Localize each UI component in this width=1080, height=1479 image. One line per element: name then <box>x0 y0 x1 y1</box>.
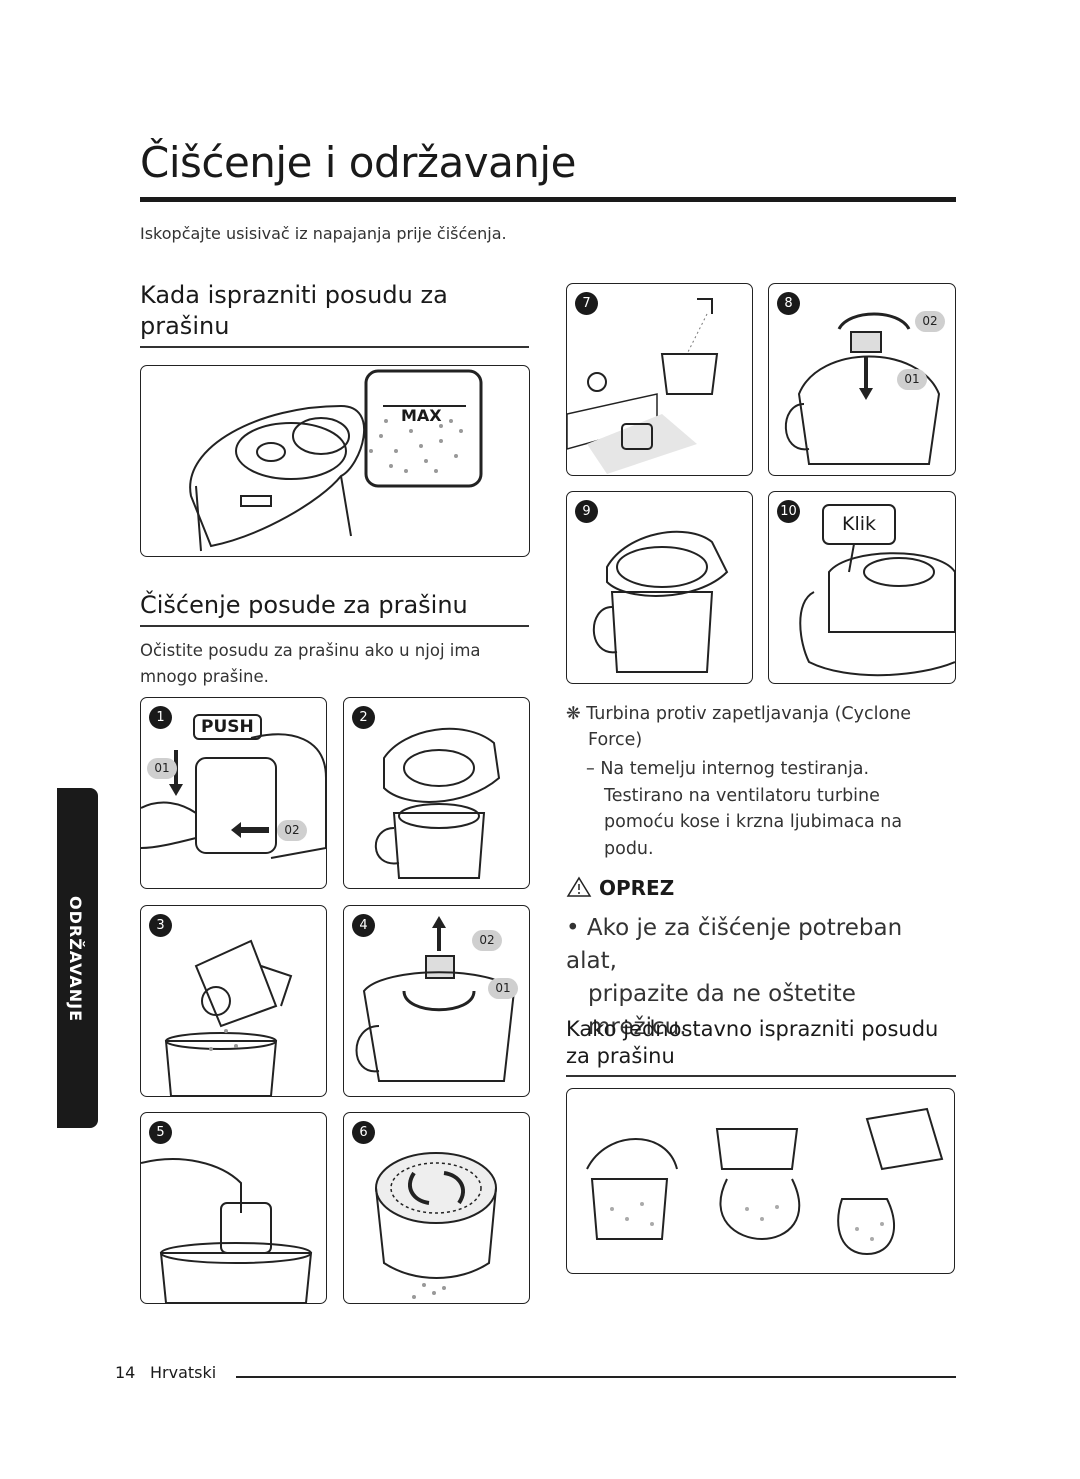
sub-line: pomoću kose i krzna ljubimaca na <box>604 812 903 832</box>
section-divider <box>140 346 529 348</box>
caution-bullet: • Ako je za čišćenje potreban alat, prip… <box>566 912 958 1044</box>
vacuum-max-drawing <box>189 369 483 552</box>
step-number: 2 <box>352 706 375 729</box>
page-title: Čišćenje i održavanje <box>140 138 576 187</box>
side-tab: ODRŽAVANJE <box>57 788 98 1128</box>
step-panel-9: 9 <box>566 491 753 684</box>
bag-emptying-drawing <box>586 1107 944 1256</box>
sub-line: podu. <box>604 838 654 859</box>
step-number: 7 <box>575 292 598 315</box>
note-line: Force) <box>588 730 643 750</box>
bullet-icon: • <box>566 915 580 941</box>
tag-02: 02 <box>472 930 502 951</box>
step-number: 10 <box>777 500 800 523</box>
step-panel-6: 6 <box>343 1112 530 1304</box>
heading-line: Kada isprazniti posudu za <box>140 281 448 309</box>
step9-drawing <box>592 530 729 673</box>
step-number: 1 <box>149 706 172 729</box>
step-panel-4: 4 02 01 <box>343 905 530 1097</box>
note-symbol-icon: ❋ <box>566 704 581 724</box>
heading-line: Kako jednostavno isprazniti posudu <box>566 1017 939 1041</box>
step-panel-2: 2 <box>343 697 530 889</box>
side-tab-label: ODRŽAVANJE <box>66 896 85 1023</box>
bullet-line: Ako je za čišćenje potreban alat, <box>566 915 903 974</box>
push-label: PUSH <box>193 714 262 740</box>
caution-label: OPREZ <box>598 876 675 900</box>
step-number: 5 <box>149 1121 172 1144</box>
step-panel-3: 3 <box>140 905 327 1097</box>
step4-drawing <box>355 916 516 1082</box>
caution-heading: OPREZ <box>566 876 674 900</box>
klik-callout: Klik <box>822 504 896 545</box>
page-number: 14 <box>115 1363 136 1382</box>
warning-triangle-icon <box>566 876 592 897</box>
step5-drawing <box>141 1158 313 1303</box>
step-number: 8 <box>777 292 800 315</box>
step-number: 9 <box>575 500 598 523</box>
section-divider <box>140 625 529 627</box>
section-divider <box>566 1075 956 1077</box>
note-sublist: – Na temelju internog testiranja. Testir… <box>586 756 906 862</box>
step-number: 3 <box>149 914 172 937</box>
tag-02: 02 <box>915 311 945 332</box>
sub-line: Testirano na ventilatoru turbine <box>604 785 880 806</box>
tag-02: 02 <box>277 820 307 841</box>
step2-drawing <box>374 727 501 879</box>
tag-01: 01 <box>897 369 927 390</box>
heading-line: prašinu <box>140 312 230 340</box>
text-line: mnogo prašine. <box>140 667 269 686</box>
step-panel-8: 8 02 01 <box>768 283 956 476</box>
text-line: Očistite posudu za prašinu ako u njoj im… <box>140 641 481 660</box>
step-panel-5: 5 <box>140 1112 327 1304</box>
sub-line: Na temelju internog testiranja. <box>600 759 870 779</box>
step7-drawing <box>567 298 719 474</box>
step-panel-10: 10 Klik <box>768 491 956 684</box>
max-level-illustration: MAX <box>140 365 530 557</box>
bullet-line: pripazite da ne oštetite mrežicu. <box>588 981 856 1040</box>
step-panel-1: 1 PUSH 01 02 <box>140 697 327 889</box>
step-number: 4 <box>352 914 375 937</box>
max-label: MAX <box>401 406 442 425</box>
section-heading-when-empty: Kada isprazniti posudu za prašinu <box>140 280 448 342</box>
dash-icon: – <box>586 759 595 779</box>
section-heading-easy-empty: Kako jednostavno isprazniti posudu za pr… <box>566 1016 938 1070</box>
easy-empty-illustration <box>566 1088 955 1274</box>
turbine-note: ❋ Turbina protiv zapetljavanja (Cyclone … <box>566 701 958 753</box>
step8-drawing <box>784 312 941 465</box>
cleaning-text: Očistite posudu za prašinu ako u njoj im… <box>140 638 481 690</box>
tag-01: 01 <box>488 978 518 999</box>
tag-01: 01 <box>147 758 177 779</box>
section-heading-cleaning: Čišćenje posude za prašinu <box>140 591 468 619</box>
title-divider <box>140 197 956 202</box>
step10-drawing <box>799 543 955 677</box>
step6-drawing <box>375 1152 497 1299</box>
footer-language: Hrvatski <box>150 1363 217 1382</box>
step3-drawing <box>164 939 293 1096</box>
note-line: Turbina protiv zapetljavanja (Cyclone <box>586 704 912 724</box>
step-panel-7: 7 <box>566 283 753 476</box>
step-number: 6 <box>352 1121 375 1144</box>
intro-text: Iskopčajte usisivač iz napajanja prije č… <box>140 224 507 243</box>
heading-line: za prašinu <box>566 1044 675 1068</box>
footer-divider <box>236 1376 956 1378</box>
